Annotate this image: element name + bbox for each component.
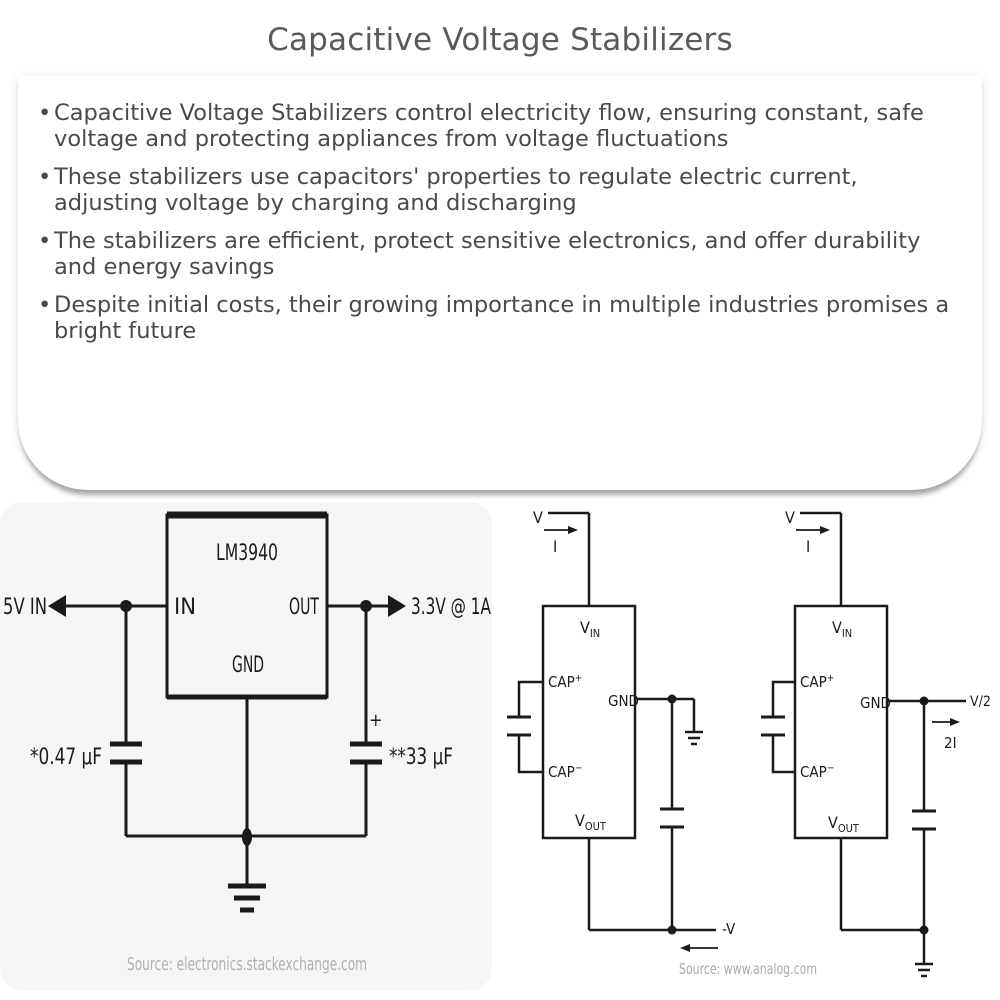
cap-plus-label: CAP+ — [548, 673, 582, 691]
v-label: V — [533, 508, 543, 527]
source-left: Source: electronics.stackexchange.com — [127, 954, 367, 975]
circuit-mid — [507, 511, 718, 952]
page-title: Capacitive Voltage Stabilizers — [267, 22, 733, 58]
ic-chip — [793, 604, 889, 840]
circuit-right-labels: V I VIN CAP+ CAP− GND VOUT V/2 2I — [785, 508, 991, 835]
pin-out-label: OUT — [289, 595, 320, 620]
vout-label: VOUT — [575, 811, 607, 833]
vout-label: VOUT — [828, 813, 860, 835]
output-arrow-icon — [388, 595, 406, 617]
ic-chip — [541, 604, 637, 840]
out-label: -V — [722, 920, 736, 938]
cap-in-label: *0.47 μF — [30, 745, 102, 770]
gnd-label: GND — [608, 692, 639, 710]
cap-out-polarity: + — [369, 710, 383, 731]
gnd-label: GND — [860, 694, 891, 712]
ground-icon — [915, 962, 933, 978]
junction-dot — [667, 925, 677, 935]
chip-name: LM3940 — [216, 541, 278, 566]
current-arrow-icon — [820, 526, 830, 534]
current-arrow-icon — [950, 718, 960, 726]
bullet-item: These stabilizers use capacitors' proper… — [38, 164, 968, 216]
i-label: I — [806, 537, 810, 556]
current-arrow-icon — [680, 944, 690, 952]
bullet-item: Capacitive Voltage Stabilizers control e… — [38, 100, 968, 152]
junction-dot — [919, 925, 929, 935]
junction-dot — [242, 828, 252, 846]
circuit-right — [761, 511, 966, 978]
bullet-item: The stabilizers are efficient, protect s… — [38, 228, 968, 280]
current-arrow-icon — [568, 526, 578, 534]
output-label: 3.3V @ 1A — [411, 595, 491, 620]
pin-gnd-label: GND — [232, 653, 264, 678]
input-arrow-icon — [48, 595, 66, 617]
vin-label: VIN — [832, 618, 852, 640]
input-label: 5V IN — [3, 595, 47, 620]
cap-minus-label: CAP− — [548, 763, 582, 781]
bullet-list: Capacitive Voltage Stabilizers control e… — [38, 100, 968, 356]
circuit-mid-labels: V I VIN CAP+ CAP− GND VOUT -V — [533, 508, 736, 938]
cap-plus-label: CAP+ — [800, 673, 834, 691]
circuit-left — [48, 511, 406, 913]
current-label: 2I — [944, 734, 957, 752]
summary-card: Capacitive Voltage Stabilizers control e… — [18, 76, 982, 490]
ground-icon — [685, 730, 703, 746]
ground-icon — [228, 883, 266, 913]
v-label: V — [785, 508, 795, 527]
i-label: I — [553, 537, 557, 556]
source-right: Source: www.analog.com — [679, 960, 817, 978]
bullet-item: Despite initial costs, their growing imp… — [38, 292, 968, 344]
circuit-left-labels: LM3940 IN OUT GND 5V IN 3.3V @ 1A *0.47 … — [3, 541, 491, 975]
pin-in-label: IN — [174, 595, 196, 620]
out-label: V/2 — [970, 694, 991, 710]
cap-out-label: **33 μF — [389, 745, 453, 770]
cap-minus-label: CAP− — [800, 763, 834, 781]
vin-label: VIN — [580, 618, 600, 640]
